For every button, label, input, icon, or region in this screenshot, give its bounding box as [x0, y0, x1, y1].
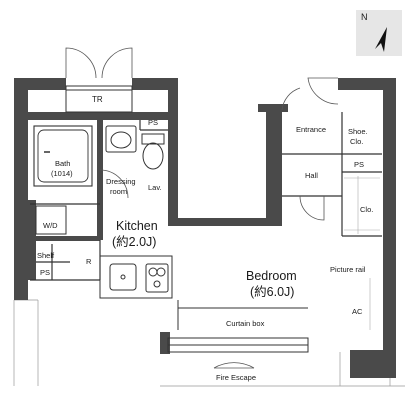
label-bath: Bath [55, 159, 70, 168]
label-picture-rail: Picture rail [330, 265, 366, 274]
label-ps-left: PS [40, 268, 50, 277]
label-entrance: Entrance [296, 125, 326, 134]
label-ps-right: PS [354, 160, 364, 169]
north-arrow-icon [375, 27, 387, 52]
label-ps-top: PS [148, 118, 158, 127]
label-hall: Hall [305, 171, 318, 180]
lavatory-fixtures [105, 125, 165, 170]
closet-hatch [344, 176, 380, 330]
label-shoe-clo: Clo. [350, 137, 363, 146]
context-lines [13, 299, 405, 387]
compass: N [356, 10, 402, 56]
label-curtain-box: Curtain box [226, 319, 265, 328]
bathtub [33, 125, 93, 187]
label-bedroom: Bedroom [246, 269, 297, 283]
label-bedroom-size: (約6.0J) [250, 284, 294, 299]
window-frames [65, 85, 309, 353]
kitchen-counter [99, 255, 173, 299]
label-dressing-room: room [110, 187, 127, 196]
label-clo: Clo. [360, 205, 373, 214]
label-bath-size: (1014) [51, 169, 73, 178]
label-r: R [86, 257, 92, 266]
partitions [30, 112, 382, 281]
label-fire-escape: Fire Escape [216, 373, 256, 382]
door-swings [65, 47, 339, 369]
walls [14, 78, 396, 378]
label-dressing: Dressing [106, 177, 136, 186]
compass-label: N [361, 12, 368, 22]
compass-background [356, 10, 402, 56]
washer [35, 205, 67, 235]
room-labels: TR PS Bath (1014) Dressing room Lav. W/D… [37, 95, 373, 382]
label-shoe: Shoe. [348, 127, 368, 136]
label-ac: AC [352, 307, 363, 316]
label-kitchen: Kitchen [116, 219, 158, 233]
label-tr: TR [92, 95, 103, 104]
label-wd: W/D [43, 221, 58, 230]
label-lav: Lav. [148, 183, 162, 192]
label-shelf: Shelf [37, 251, 55, 260]
label-kitchen-size: (約2.0J) [112, 234, 156, 249]
